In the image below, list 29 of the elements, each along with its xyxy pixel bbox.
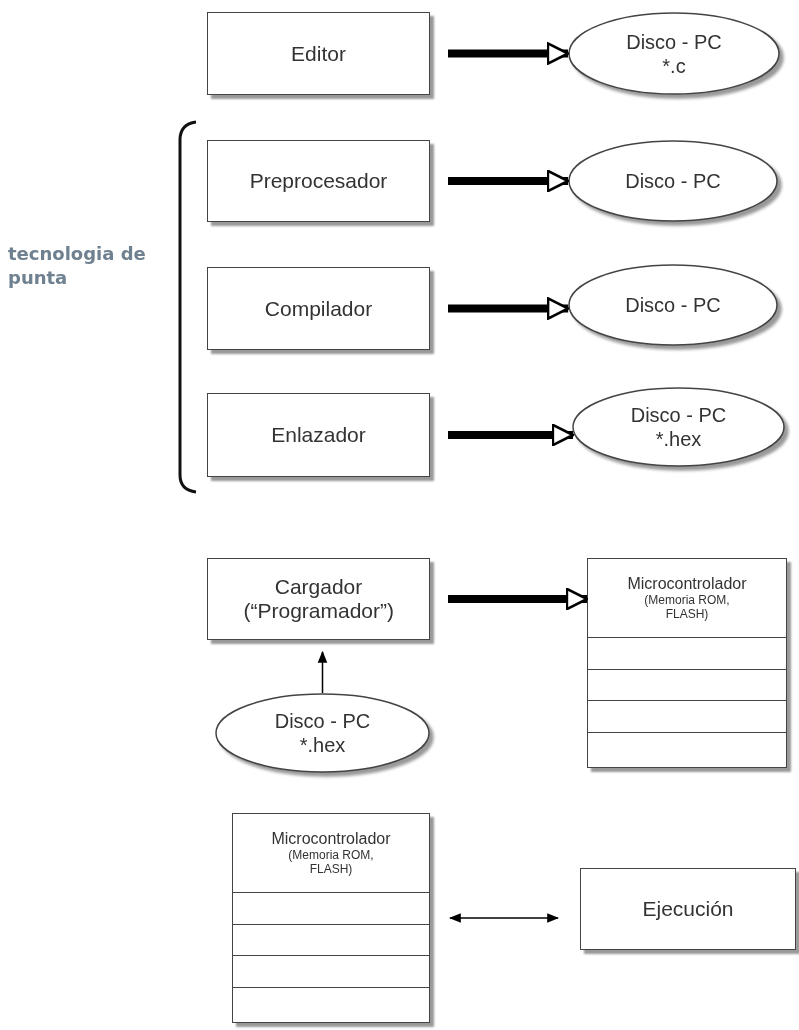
ellipse-label: Disco - PC bbox=[630, 403, 727, 427]
memory-table bbox=[232, 813, 430, 1023]
table-title: Microcontrolador bbox=[271, 829, 391, 848]
box-label: Preprocesador bbox=[249, 169, 388, 193]
process-box bbox=[207, 267, 430, 350]
box-label: Compilador bbox=[264, 296, 373, 321]
arrow bbox=[448, 913, 560, 923]
box-label: Ejecución bbox=[642, 897, 734, 921]
process-box bbox=[207, 558, 430, 640]
bracket-label: tecnologia de punta bbox=[8, 242, 147, 291]
table-subtitle: (Memoria ROM, FLASH) bbox=[287, 847, 375, 877]
table-subtitle: (Memoria ROM, FLASH) bbox=[643, 592, 731, 622]
process-box bbox=[207, 12, 430, 95]
ellipse-label: *.hex bbox=[655, 427, 702, 451]
process-box bbox=[207, 393, 430, 477]
ellipse-label: Disco - PC bbox=[626, 29, 722, 54]
ellipse-label: Disco - PC bbox=[625, 293, 721, 317]
arrow bbox=[317, 650, 328, 694]
ellipse-label: Disco - PC bbox=[625, 169, 721, 193]
process-box bbox=[207, 140, 430, 222]
box-label: Enlazador bbox=[271, 423, 366, 447]
memory-table bbox=[587, 558, 787, 768]
box-label: Editor bbox=[291, 41, 346, 66]
ellipse-label: *.c bbox=[662, 53, 686, 78]
process-box bbox=[580, 868, 796, 950]
table-title: Microcontrolador bbox=[627, 574, 747, 593]
box-label: Cargador (“Programador”) bbox=[243, 575, 394, 623]
ellipse-label: *.hex bbox=[299, 733, 346, 757]
ellipse-label: Disco - PC bbox=[274, 709, 371, 733]
